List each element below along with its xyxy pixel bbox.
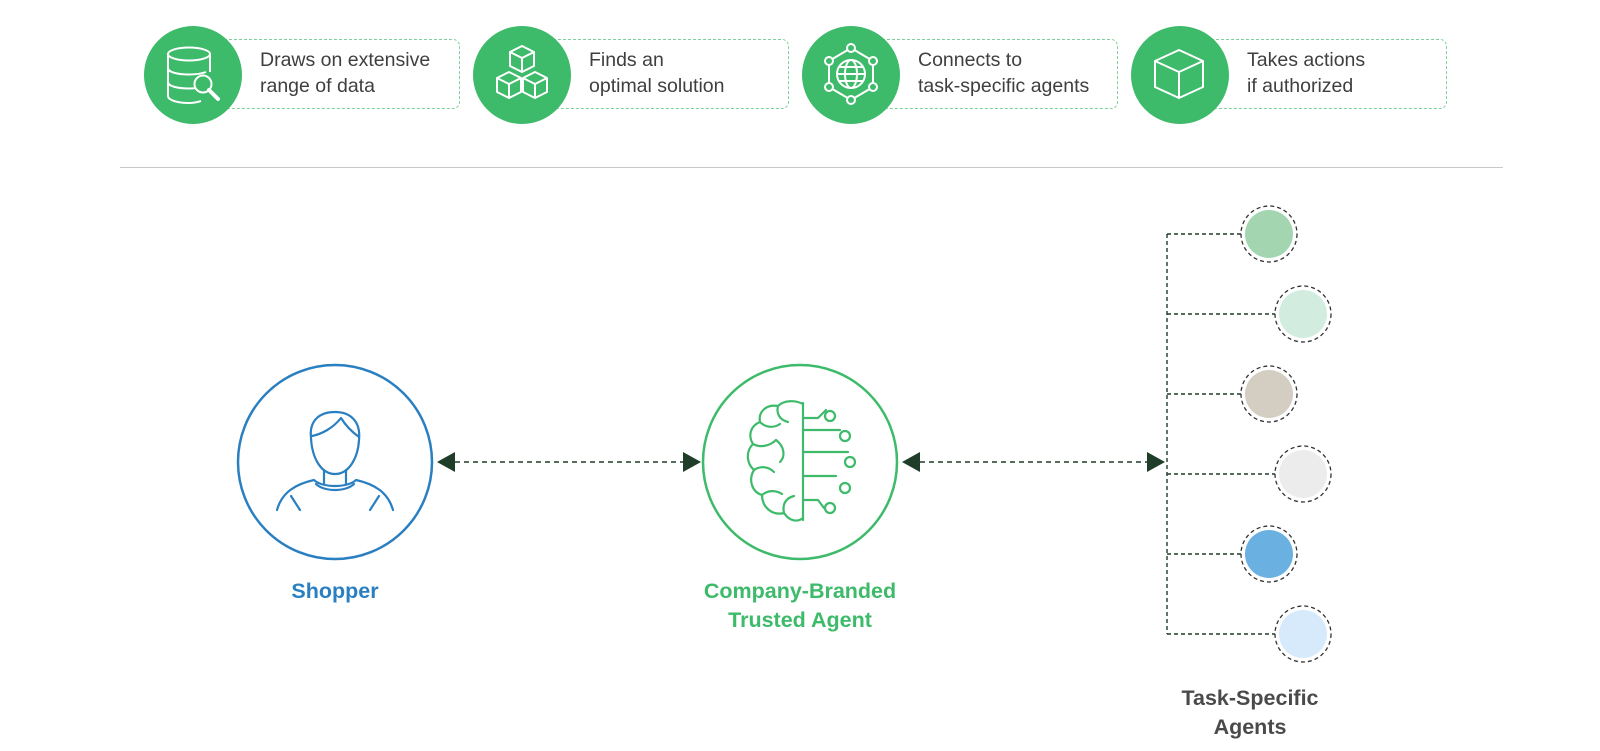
trusted-agent-label-line: Trusted Agent	[728, 608, 872, 632]
agent-ring	[1240, 205, 1298, 263]
shopper-agent-connector	[437, 452, 701, 472]
feature-line: Draws on extensive	[260, 49, 431, 71]
feature-box	[1191, 39, 1447, 109]
network-globe-icon	[824, 43, 878, 105]
feature-line: Connects to	[918, 49, 1023, 71]
feature-line: Takes actions	[1247, 49, 1366, 71]
divider	[120, 167, 1503, 168]
arrow-right-icon	[683, 452, 701, 472]
feature-label: Takes actions if authorized	[1247, 47, 1443, 99]
feature-line: optimal solution	[589, 75, 725, 97]
shopper-circle	[236, 363, 434, 561]
agent-ring	[1240, 525, 1298, 583]
feature-circle	[802, 26, 900, 124]
task-agent-node	[1245, 210, 1293, 258]
task-agent-node	[1245, 370, 1293, 418]
brain-circuit-icon	[746, 400, 857, 522]
feature-box	[533, 39, 789, 109]
feature-line: task-specific agents	[918, 75, 1090, 97]
agent-ring	[1274, 445, 1332, 503]
feature-connect: Connects to task-specific agents	[802, 26, 1120, 124]
feature-label: Connects to task-specific agents	[918, 47, 1114, 99]
feature-circle	[144, 26, 242, 124]
trusted-agent-circle	[701, 363, 899, 561]
task-agents-label-line: Agents	[1213, 715, 1287, 739]
trusted-agent-label-line: Company-Branded	[703, 579, 897, 603]
feature-box	[204, 39, 460, 109]
cube-icon	[1154, 49, 1204, 99]
task-agent-node	[1279, 290, 1327, 338]
feature-data: Draws on extensive range of data	[144, 26, 462, 124]
feature-circle	[473, 26, 571, 124]
agent-ring	[1274, 605, 1332, 663]
task-agent-node	[1279, 610, 1327, 658]
feature-line: Finds an	[589, 49, 664, 71]
feature-label: Draws on extensive range of data	[260, 47, 456, 99]
shopper-label: Shopper	[235, 577, 435, 606]
agent-ring	[1240, 365, 1298, 423]
database-search-icon	[167, 46, 220, 105]
shopper-label-text: Shopper	[291, 579, 379, 603]
person-icon	[275, 410, 395, 512]
task-agents-label-line: Task-Specific	[1181, 686, 1319, 710]
feature-actions: Takes actions if authorized	[1131, 26, 1449, 124]
feature-label: Finds an optimal solution	[589, 47, 785, 99]
feature-line: if authorized	[1247, 75, 1354, 97]
arrow-left-icon	[437, 452, 455, 472]
task-agents-tree	[1166, 205, 1332, 663]
feature-solution: Finds an optimal solution	[473, 26, 791, 124]
feature-circle	[1131, 26, 1229, 124]
stacked-cubes-icon	[496, 45, 548, 99]
agent-ring	[1274, 285, 1332, 343]
task-agents-label: Task-Specific Agents	[1150, 684, 1350, 742]
trusted-agent-label: Company-Branded Trusted Agent	[650, 577, 950, 635]
task-agent-node	[1245, 530, 1293, 578]
task-agent-node	[1279, 450, 1327, 498]
feature-box	[862, 39, 1118, 109]
agent-tasks-connector	[902, 452, 1165, 472]
arrow-right-icon	[1147, 452, 1165, 472]
feature-line: range of data	[260, 75, 375, 97]
arrow-left-icon	[902, 452, 920, 472]
